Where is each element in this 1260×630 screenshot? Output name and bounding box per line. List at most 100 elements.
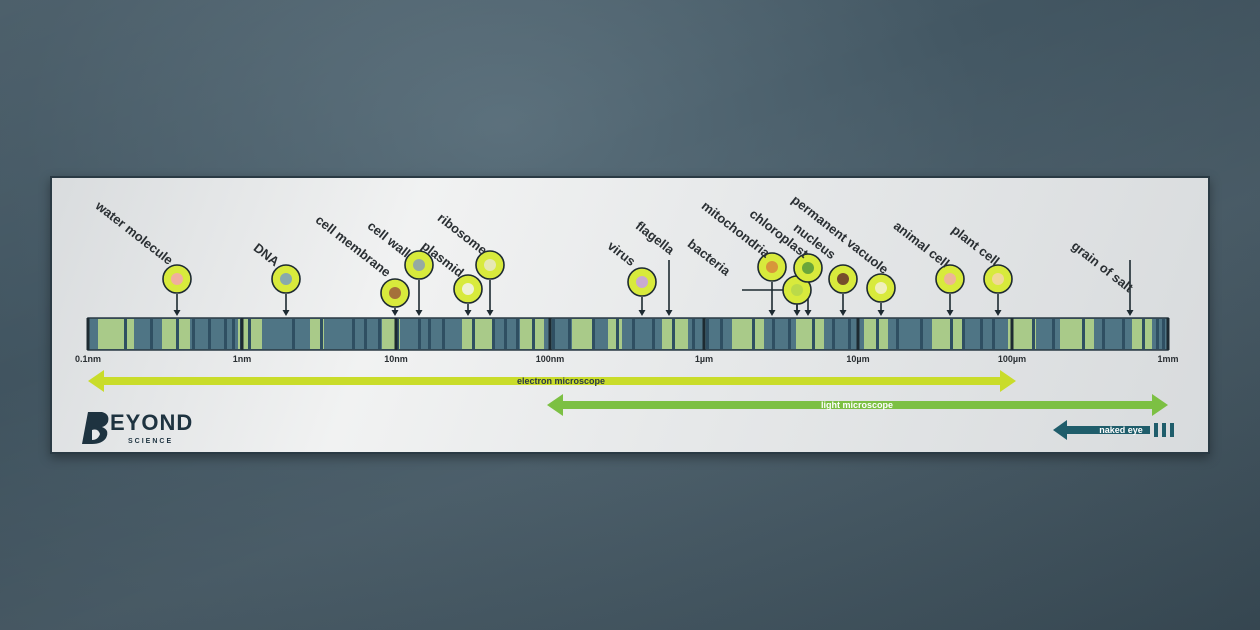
pointer-arrowhead: [877, 310, 885, 316]
pointer-arrowhead: [486, 310, 494, 316]
scale-bar-line: [150, 319, 153, 349]
scale-tick-label: 1mm: [1157, 354, 1179, 364]
scale-diagram: [82, 250, 1174, 444]
pointer-arrowhead: [804, 310, 812, 316]
scale-major-tick: [1010, 318, 1014, 350]
scale-bar-band: [796, 319, 824, 349]
scale-bar-line: [552, 319, 555, 349]
scale-bar-line: [232, 319, 235, 349]
beyond-logo-mark: [82, 412, 109, 444]
scale-bar-band: [462, 319, 492, 349]
plasmid-icon: [453, 274, 483, 304]
electron-microscope-arrow: [88, 370, 1016, 392]
scale-bar-band: [608, 319, 622, 349]
scale-bar-line: [192, 319, 195, 349]
scale-bar-line: [442, 319, 445, 349]
scale-bar-line: [516, 319, 519, 349]
scale-bar-line: [592, 319, 595, 349]
naked-eye-arrow: [1053, 420, 1174, 440]
scale-bar-line: [692, 319, 695, 349]
scale-bar-line: [992, 319, 995, 349]
scale-bar-line: [632, 319, 635, 349]
scale-bar-line: [832, 319, 835, 349]
scale-bar-line: [176, 319, 179, 349]
scale-bar-line: [352, 319, 355, 349]
scale-major-tick: [86, 318, 90, 350]
scale-major-tick: [548, 318, 552, 350]
scale-bar-line: [532, 319, 535, 349]
logo-subtitle: SCIENCE: [128, 438, 174, 445]
scale-bar-line: [980, 319, 983, 349]
scale-major-tick: [1166, 318, 1170, 350]
scale-bar-band: [732, 319, 764, 349]
scale-tick-label: 100nm: [535, 354, 565, 364]
scale-bar-band: [932, 319, 962, 349]
pointer-arrowhead: [173, 310, 181, 316]
scale-bar-line: [720, 319, 723, 349]
scale-bar-line: [472, 319, 475, 349]
animal-cell-icon: [935, 264, 965, 294]
scale-major-tick: [702, 318, 706, 350]
scale-bar-line: [248, 319, 251, 349]
scale-bar-line: [950, 319, 953, 349]
scale-bar-band: [572, 319, 592, 349]
scale-major-tick: [856, 318, 860, 350]
scale-bar-line: [1102, 319, 1105, 349]
scale-bar-line: [364, 319, 367, 349]
virus-icon: [627, 267, 657, 297]
scale-bar-line: [1082, 319, 1085, 349]
scale-bar-line: [492, 319, 495, 349]
scale-bar-line: [418, 319, 421, 349]
vacuole-icon: [866, 273, 896, 303]
pointer-arrowhead: [839, 310, 847, 316]
scale-bar-band: [98, 319, 134, 349]
item-icons: [162, 250, 1013, 308]
pointer-lines: [173, 260, 1134, 316]
scale-bar-line: [224, 319, 227, 349]
scale-bar: [86, 317, 1170, 351]
scale-bar-line: [208, 319, 211, 349]
scale-bar-line: [1122, 319, 1125, 349]
scale-bar-line: [1162, 319, 1165, 349]
scale-tick-label: 1µm: [694, 354, 714, 364]
pointer-arrowhead: [415, 310, 423, 316]
scale-bar-line: [616, 319, 619, 349]
electron-microscope-label: electron microscope: [516, 376, 606, 386]
scale-major-tick: [394, 318, 398, 350]
scale-bar-line: [672, 319, 675, 349]
scale-bar-line: [876, 319, 879, 349]
cell-membrane-icon: [380, 278, 410, 308]
scale-bar-line: [652, 319, 655, 349]
scale-bar-line: [1052, 319, 1055, 349]
mitochondria-icon: [757, 252, 787, 282]
scale-tick-label: 0.1nm: [74, 354, 102, 364]
scale-bar-line: [788, 319, 791, 349]
scale-bar-line: [124, 319, 127, 349]
nucleus-icon: [828, 264, 858, 294]
pointer-arrowhead: [665, 310, 673, 316]
scale-bar-line: [772, 319, 775, 349]
scale-tick-label: 10µm: [846, 354, 870, 364]
pointer-arrowhead: [946, 310, 954, 316]
scale-bar-line: [920, 319, 923, 349]
scale-bar-line: [962, 319, 965, 349]
scale-tick-label: 1nm: [232, 354, 252, 364]
scale-bar-line: [320, 319, 323, 349]
pointer-arrowhead: [994, 310, 1002, 316]
light-microscope-label: light microscope: [820, 400, 894, 410]
pointer-arrowhead: [768, 310, 776, 316]
light-microscope-arrow: [547, 394, 1168, 416]
scale-bar-line: [848, 319, 851, 349]
scale-bar-line: [706, 319, 709, 349]
logo-word: EYOND: [110, 410, 194, 435]
scale-bar-line: [752, 319, 755, 349]
naked-eye-label: naked eye: [1099, 425, 1143, 435]
pointer-arrowhead: [282, 310, 290, 316]
scale-tick-label: 10nm: [384, 354, 408, 364]
scale-bar-line: [568, 319, 571, 349]
scale-bar-line: [812, 319, 815, 349]
scale-bar-line: [378, 319, 381, 349]
chloroplast-icon: [793, 253, 823, 283]
scale-bar-band: [1060, 319, 1094, 349]
ribosome-icon: [475, 250, 505, 280]
